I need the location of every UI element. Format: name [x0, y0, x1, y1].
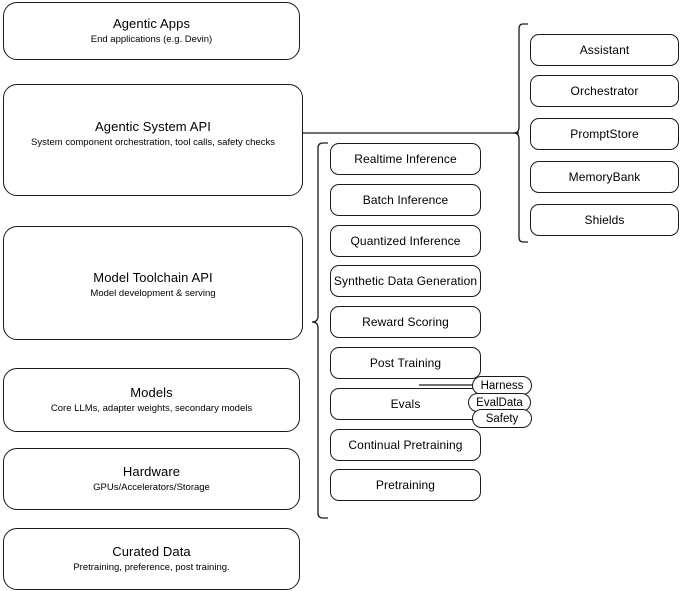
- eval-pill-harness[interactable]: Harness: [472, 376, 532, 395]
- component-label: Reward Scoring: [362, 315, 449, 329]
- layer-title: Agentic System API: [95, 119, 211, 134]
- layer-box-agentic-system-api[interactable]: Agentic System API System component orch…: [3, 84, 303, 196]
- system-component-orchestrator[interactable]: Orchestrator: [530, 75, 679, 107]
- component-label: Batch Inference: [362, 193, 449, 207]
- component-label: Quantized Inference: [350, 234, 461, 248]
- toolchain-component-pretraining[interactable]: Pretraining: [330, 469, 481, 501]
- layer-title: Curated Data: [112, 544, 191, 559]
- component-label: MemoryBank: [568, 170, 641, 184]
- component-label: Pretraining: [375, 478, 436, 492]
- layer-subtitle: Model development & serving: [90, 288, 216, 299]
- toolchain-component-evals[interactable]: Evals: [330, 388, 481, 420]
- component-label: Post Training: [369, 356, 442, 370]
- layer-title: Model Toolchain API: [93, 270, 213, 285]
- toolchain-component-realtime-inference[interactable]: Realtime Inference: [330, 143, 481, 175]
- layer-title: Models: [130, 385, 173, 400]
- component-label: Evals: [390, 397, 421, 411]
- component-label: Assistant: [579, 43, 630, 57]
- layer-box-curated-data[interactable]: Curated Data Pretraining, preference, po…: [3, 528, 300, 590]
- eval-pill-safety[interactable]: Safety: [472, 409, 532, 428]
- toolchain-component-quantized-inference[interactable]: Quantized Inference: [330, 225, 481, 257]
- layer-subtitle: System component orchestration, tool cal…: [31, 137, 275, 148]
- layer-box-models[interactable]: Models Core LLMs, adapter weights, secon…: [3, 368, 300, 432]
- toolchain-component-post-training[interactable]: Post Training: [330, 347, 481, 379]
- layer-subtitle: End applications (e.g. Devin): [90, 34, 213, 45]
- system-component-assistant[interactable]: Assistant: [530, 34, 679, 66]
- toolchain-component-batch-inference[interactable]: Batch Inference: [330, 184, 481, 216]
- toolchain-component-synthetic-data-generation[interactable]: Synthetic Data Generation: [330, 265, 481, 297]
- system-component-shields[interactable]: Shields: [530, 204, 679, 236]
- layer-subtitle: GPUs/Accelerators/Storage: [93, 482, 210, 493]
- component-label: Synthetic Data Generation: [333, 274, 478, 288]
- component-label: PromptStore: [570, 127, 639, 141]
- toolchain-component-reward-scoring[interactable]: Reward Scoring: [330, 306, 481, 338]
- component-label: Realtime Inference: [354, 152, 457, 166]
- layer-subtitle: Pretraining, preference, post training.: [73, 562, 230, 573]
- component-label: Orchestrator: [570, 84, 639, 98]
- layer-title: Agentic Apps: [112, 16, 191, 31]
- layer-subtitle: Core LLMs, adapter weights, secondary mo…: [50, 403, 253, 414]
- system-component-promptstore[interactable]: PromptStore: [530, 118, 679, 150]
- layer-title: Hardware: [122, 464, 181, 479]
- layer-box-hardware[interactable]: Hardware GPUs/Accelerators/Storage: [3, 448, 300, 510]
- system-component-memorybank[interactable]: MemoryBank: [530, 161, 679, 193]
- toolchain-component-continual-pretraining[interactable]: Continual Pretraining: [330, 429, 481, 461]
- component-label: Continual Pretraining: [348, 438, 463, 452]
- layer-box-model-toolchain-api[interactable]: Model Toolchain API Model development & …: [3, 226, 303, 340]
- component-label: Shields: [584, 213, 625, 227]
- layer-box-agentic-apps[interactable]: Agentic Apps End applications (e.g. Devi…: [3, 2, 300, 60]
- eval-pill-evaldata[interactable]: EvalData: [468, 393, 531, 412]
